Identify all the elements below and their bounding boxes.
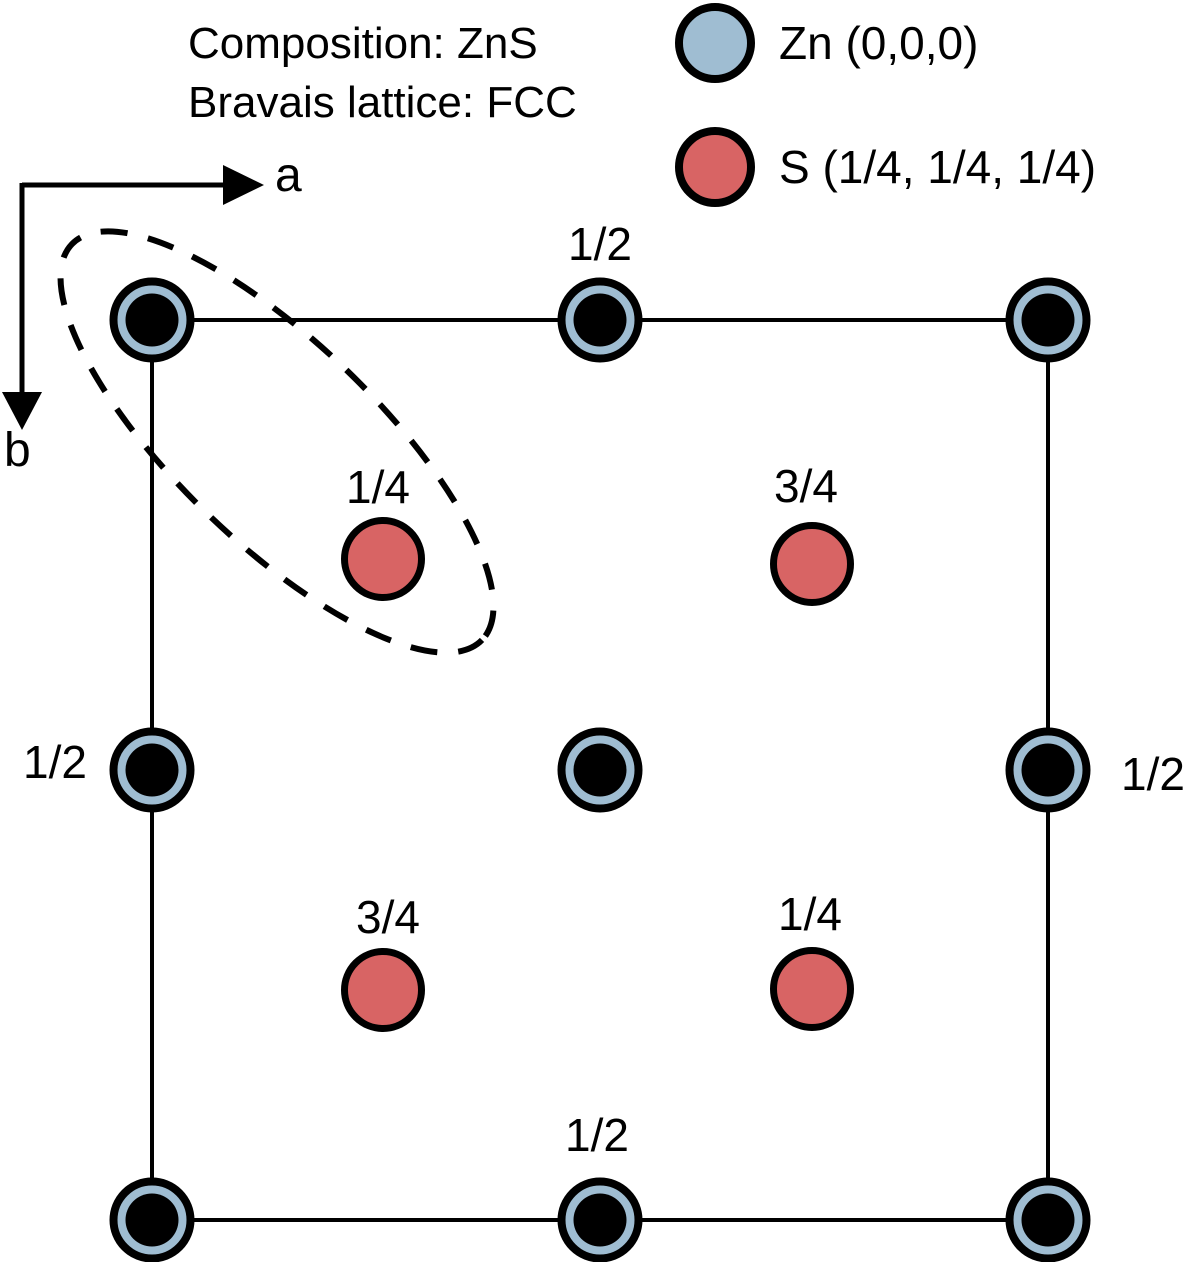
s-legend-circle-icon	[675, 127, 755, 207]
zn-atom	[109, 727, 195, 813]
height-fraction-label: 1/2	[1121, 748, 1185, 800]
zn-atom	[109, 277, 195, 363]
zn-atom-core	[573, 1193, 627, 1247]
zn-atom-core	[125, 743, 179, 797]
height-fraction-label: 1/4	[778, 888, 842, 940]
basis-ellipse-annotation	[57, 228, 497, 656]
legend: Zn (0,0,0) S (1/4, 1/4, 1/4)	[675, 3, 1096, 207]
zn-atom-core	[1021, 743, 1075, 797]
axis-a-arrowhead-icon	[223, 165, 264, 205]
height-fraction-label: 1/4	[346, 461, 410, 513]
zn-atom-core	[125, 293, 179, 347]
legend-item-s: S (1/4, 1/4, 1/4)	[675, 127, 1096, 207]
height-fraction-label: 1/2	[565, 1109, 629, 1161]
axis-a-label: a	[275, 149, 302, 202]
height-fraction-label: 1/2	[23, 736, 87, 788]
zn-legend-circle-icon	[675, 3, 755, 83]
s-atom	[341, 517, 425, 601]
zn-atom	[1005, 1177, 1091, 1262]
zn-atom	[109, 1177, 195, 1262]
legend-item-zn: Zn (0,0,0)	[675, 3, 1096, 83]
axis-b-label: b	[4, 424, 31, 477]
zn-atom-core	[573, 293, 627, 347]
zn-atom	[557, 727, 643, 813]
title-block: Composition: ZnS Bravais lattice: FCC	[188, 14, 577, 132]
zn-atom	[1005, 277, 1091, 363]
zn-atom-core	[1021, 293, 1075, 347]
zn-legend-label: Zn (0,0,0)	[779, 17, 979, 69]
height-fraction-label: 3/4	[774, 460, 838, 512]
height-fraction-label: 3/4	[356, 891, 420, 943]
zn-atom-core	[573, 743, 627, 797]
zn-atom	[557, 277, 643, 363]
s-atom	[770, 947, 854, 1031]
bravais-lattice-text: Bravais lattice: FCC	[188, 78, 577, 127]
axis-b-arrowhead-icon	[2, 392, 42, 430]
s-atom	[770, 522, 854, 606]
s-atom	[341, 948, 425, 1032]
s-legend-label: S (1/4, 1/4, 1/4)	[779, 141, 1097, 193]
zn-atom	[557, 1177, 643, 1262]
height-fraction-label: 1/2	[568, 218, 632, 270]
zn-atom-core	[1021, 1193, 1075, 1247]
zn-atom	[1005, 727, 1091, 813]
zn-atom-core	[125, 1193, 179, 1247]
composition-text: Composition: ZnS	[188, 19, 538, 68]
